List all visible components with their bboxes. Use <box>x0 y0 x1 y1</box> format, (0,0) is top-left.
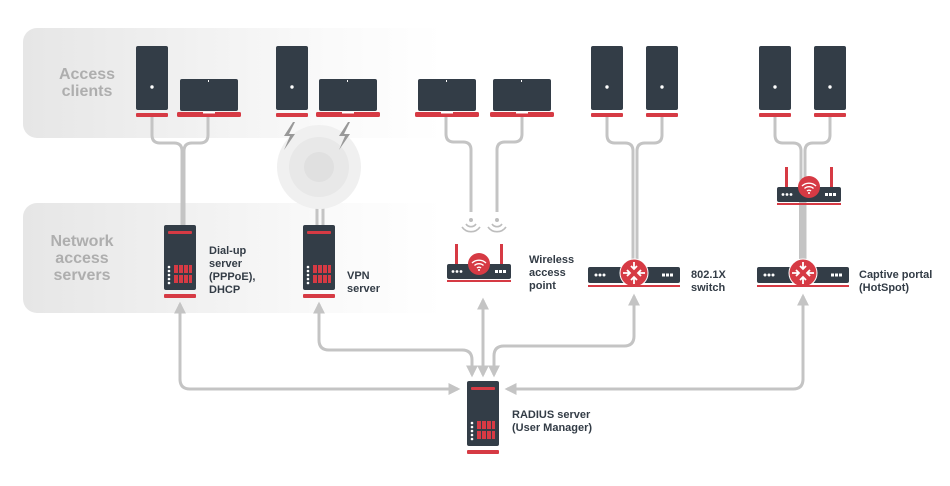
band-label-line: access <box>55 250 109 267</box>
radius-server-icon <box>467 381 499 454</box>
switch-label: 802.1X switch <box>691 269 726 295</box>
captive-portal-label: Captive portal (HotSpot) <box>859 269 932 295</box>
label-line: RADIUS server <box>512 409 591 421</box>
desktop-icon <box>759 46 791 117</box>
label-line: Captive portal <box>859 269 933 281</box>
wireless-access-point-label: Wireless access point <box>529 254 574 293</box>
label-line: DHCP <box>209 284 241 296</box>
vpn-server-icon <box>303 225 335 298</box>
band-label-line: servers <box>53 267 111 284</box>
label-line: Wireless <box>529 254 575 266</box>
desktop-icon <box>814 46 846 117</box>
link-wireless-laptop-1 <box>444 116 473 212</box>
laptop-icon <box>316 79 380 117</box>
label-line: VPN <box>347 270 370 282</box>
switch-icon <box>587 258 681 288</box>
label-line: 802.1X <box>691 269 726 281</box>
desktop-icon <box>136 46 168 117</box>
radius-server-label: RADIUS server (User Manager) <box>512 409 592 435</box>
laptop-icon <box>177 79 241 117</box>
label-line: server <box>209 258 243 270</box>
laptop-icon <box>415 79 479 117</box>
edge-vpn-radius <box>313 301 478 378</box>
desktop-icon <box>276 46 308 117</box>
link-switch-desktop-2 <box>635 117 664 261</box>
label-line: Dial-up <box>209 245 247 257</box>
access-clients-label: Access clients <box>52 66 122 100</box>
link-hotspot-desktop-2 <box>803 117 832 261</box>
edge-hotspot-radius <box>504 293 809 395</box>
laptop-icon <box>490 79 554 117</box>
label-line: (PPPoE), <box>209 271 256 283</box>
edge-switch-radius <box>488 293 640 378</box>
link-dialup-desktop <box>150 117 184 225</box>
label-line: server <box>347 283 381 295</box>
band-label-line: Network <box>50 233 114 250</box>
label-line: switch <box>691 282 726 294</box>
link-hotspot-desktop-1 <box>773 117 803 261</box>
lightning-icon <box>284 122 350 150</box>
dialup-server-icon <box>164 225 196 298</box>
band-label-line: clients <box>61 83 113 100</box>
link-dialup-laptop <box>182 117 210 225</box>
edge-dialup-radius <box>174 301 461 395</box>
label-line: (HotSpot) <box>859 282 910 294</box>
client-links <box>150 116 832 261</box>
radius-links <box>174 293 809 395</box>
label-line: (User Manager) <box>512 422 593 434</box>
link-switch-desktop-1 <box>605 117 635 261</box>
dialup-server-label: Dial-up server (PPPoE), DHCP <box>209 245 255 297</box>
desktop-icon <box>591 46 623 117</box>
captive-portal-switch-icon <box>756 258 850 288</box>
desktop-icon <box>646 46 678 117</box>
label-line: access <box>529 267 566 279</box>
wireless-access-point-icon <box>446 243 512 283</box>
band-label-line: Access <box>58 66 116 83</box>
wifi-signal-icon <box>461 218 507 233</box>
vpn-server-label: VPN server <box>347 270 380 296</box>
label-line: point <box>529 280 556 292</box>
internet-cloud-icon <box>277 125 361 209</box>
link-wireless-laptop-2 <box>495 116 524 212</box>
network-access-servers-label: Network access servers <box>42 233 122 284</box>
hotspot-wireless-router-icon <box>776 166 842 206</box>
